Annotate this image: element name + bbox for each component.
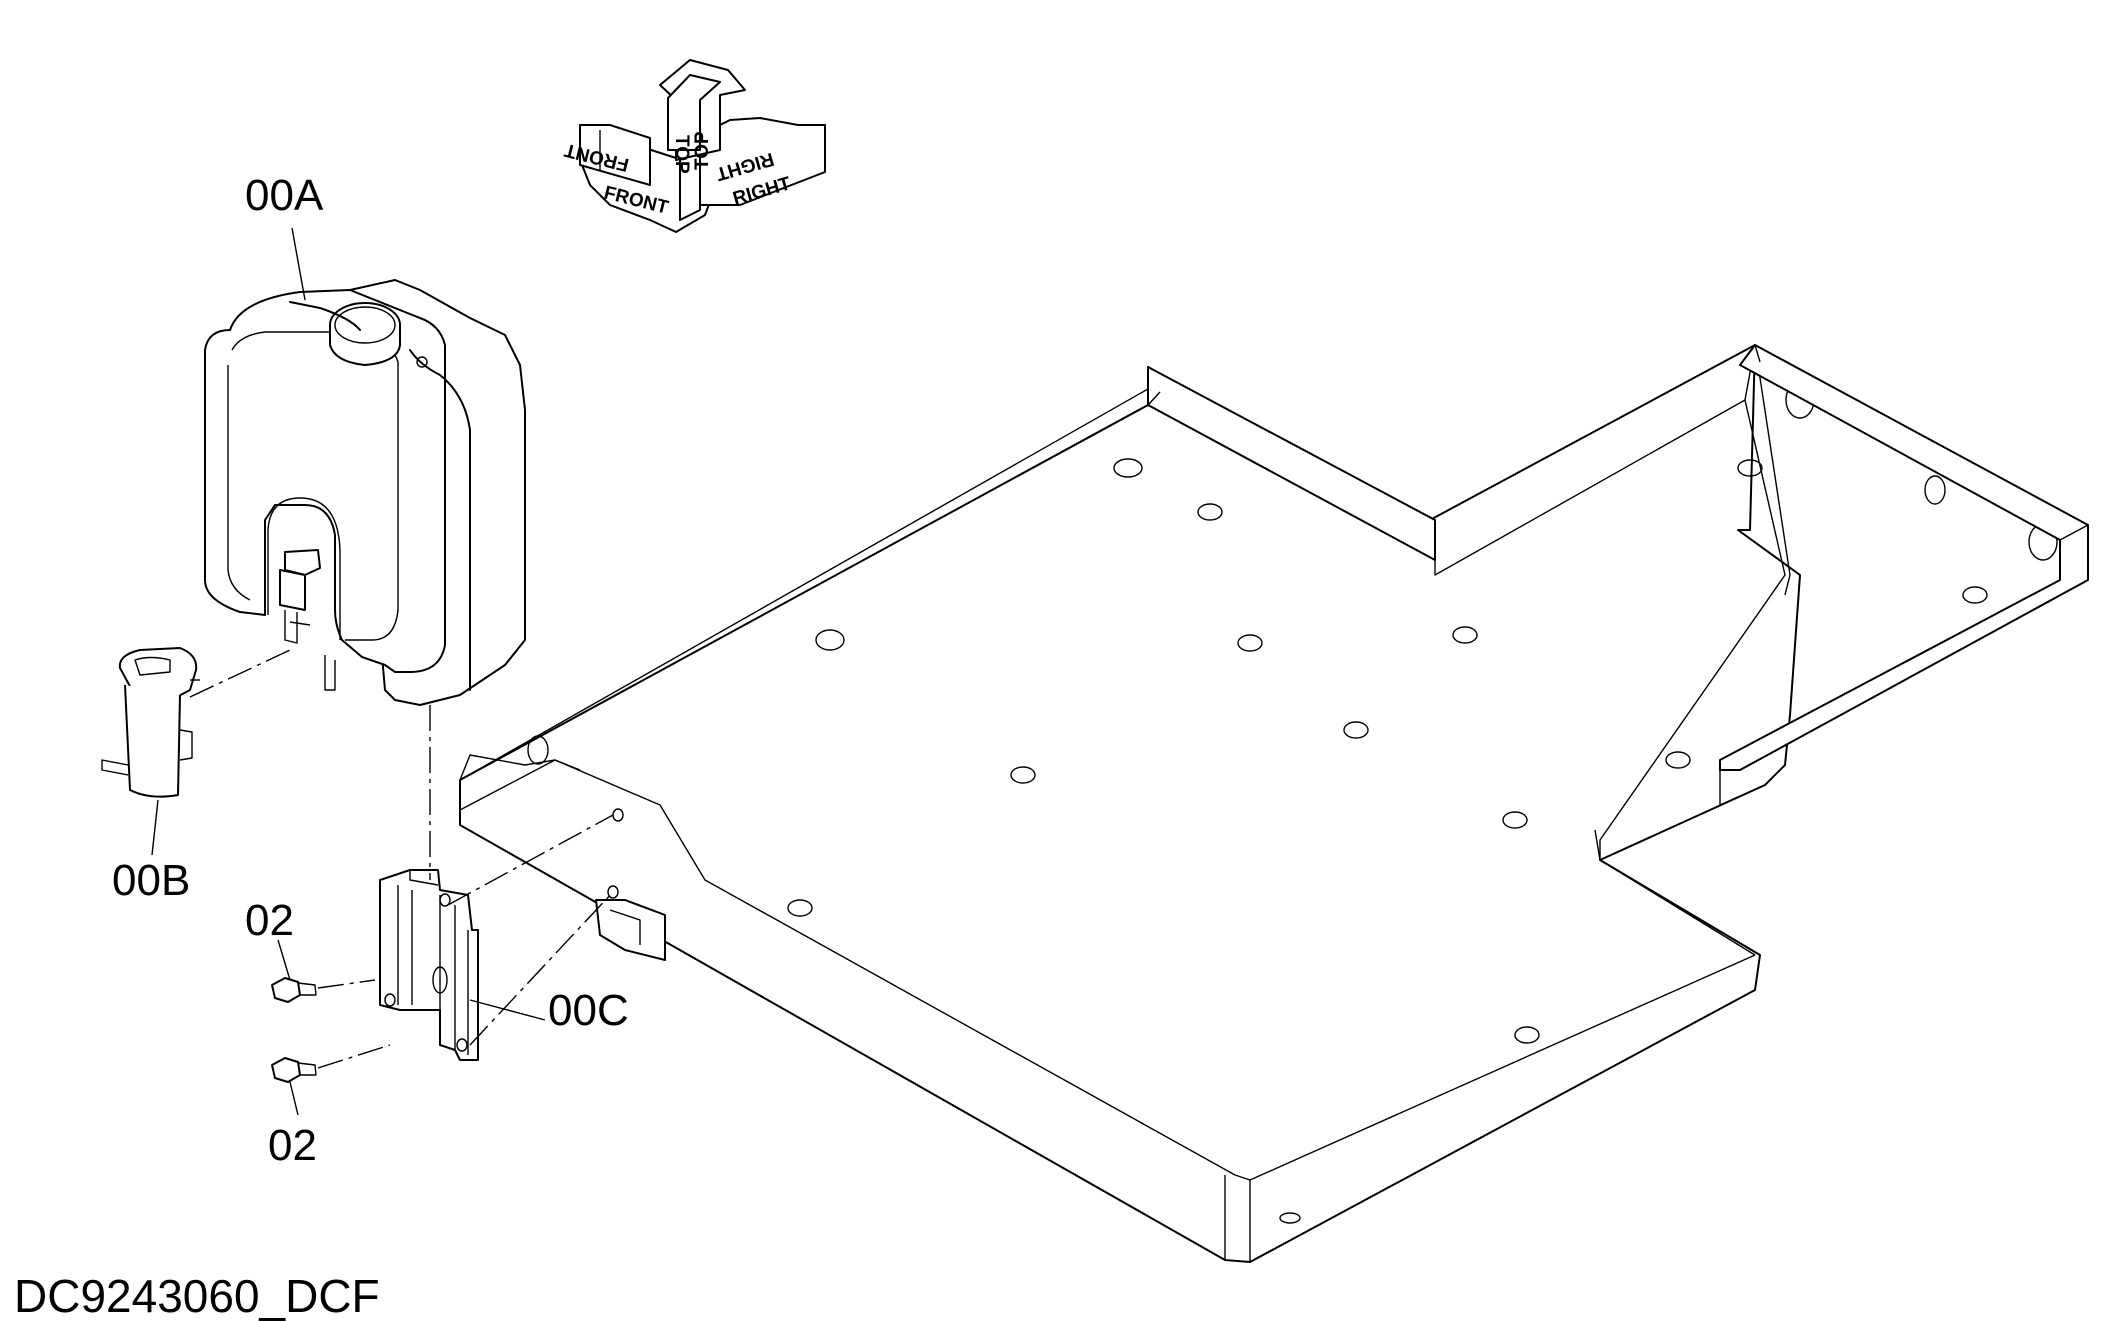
assembly-centerlines [189,391,1161,1069]
washer-tank [204,279,526,706]
drawing-id: DC9243060_DCF [14,1270,380,1322]
orientation-top-label: TOP [671,135,692,174]
callout-bracket: 00C [548,986,629,1035]
orientation-indicator: FRONT FRONT TOP TOP RIGHT RIGHT [562,59,826,233]
mounting-bracket [379,869,479,1061]
callout-bolt-lower: 02 [268,1121,317,1170]
orientation-front-label: FRONT [602,182,671,218]
callout-tank: 00A [245,171,324,220]
bolt-lower [271,1057,317,1083]
leader-lines [151,227,546,1116]
mounting-tray [459,344,2089,1263]
callout-pump: 00B [112,856,190,905]
callout-bolt-upper: 02 [245,896,294,945]
washer-pump [101,647,200,798]
bolt-upper [271,977,317,1003]
orientation-top-label-mirror: TOP [692,131,713,170]
